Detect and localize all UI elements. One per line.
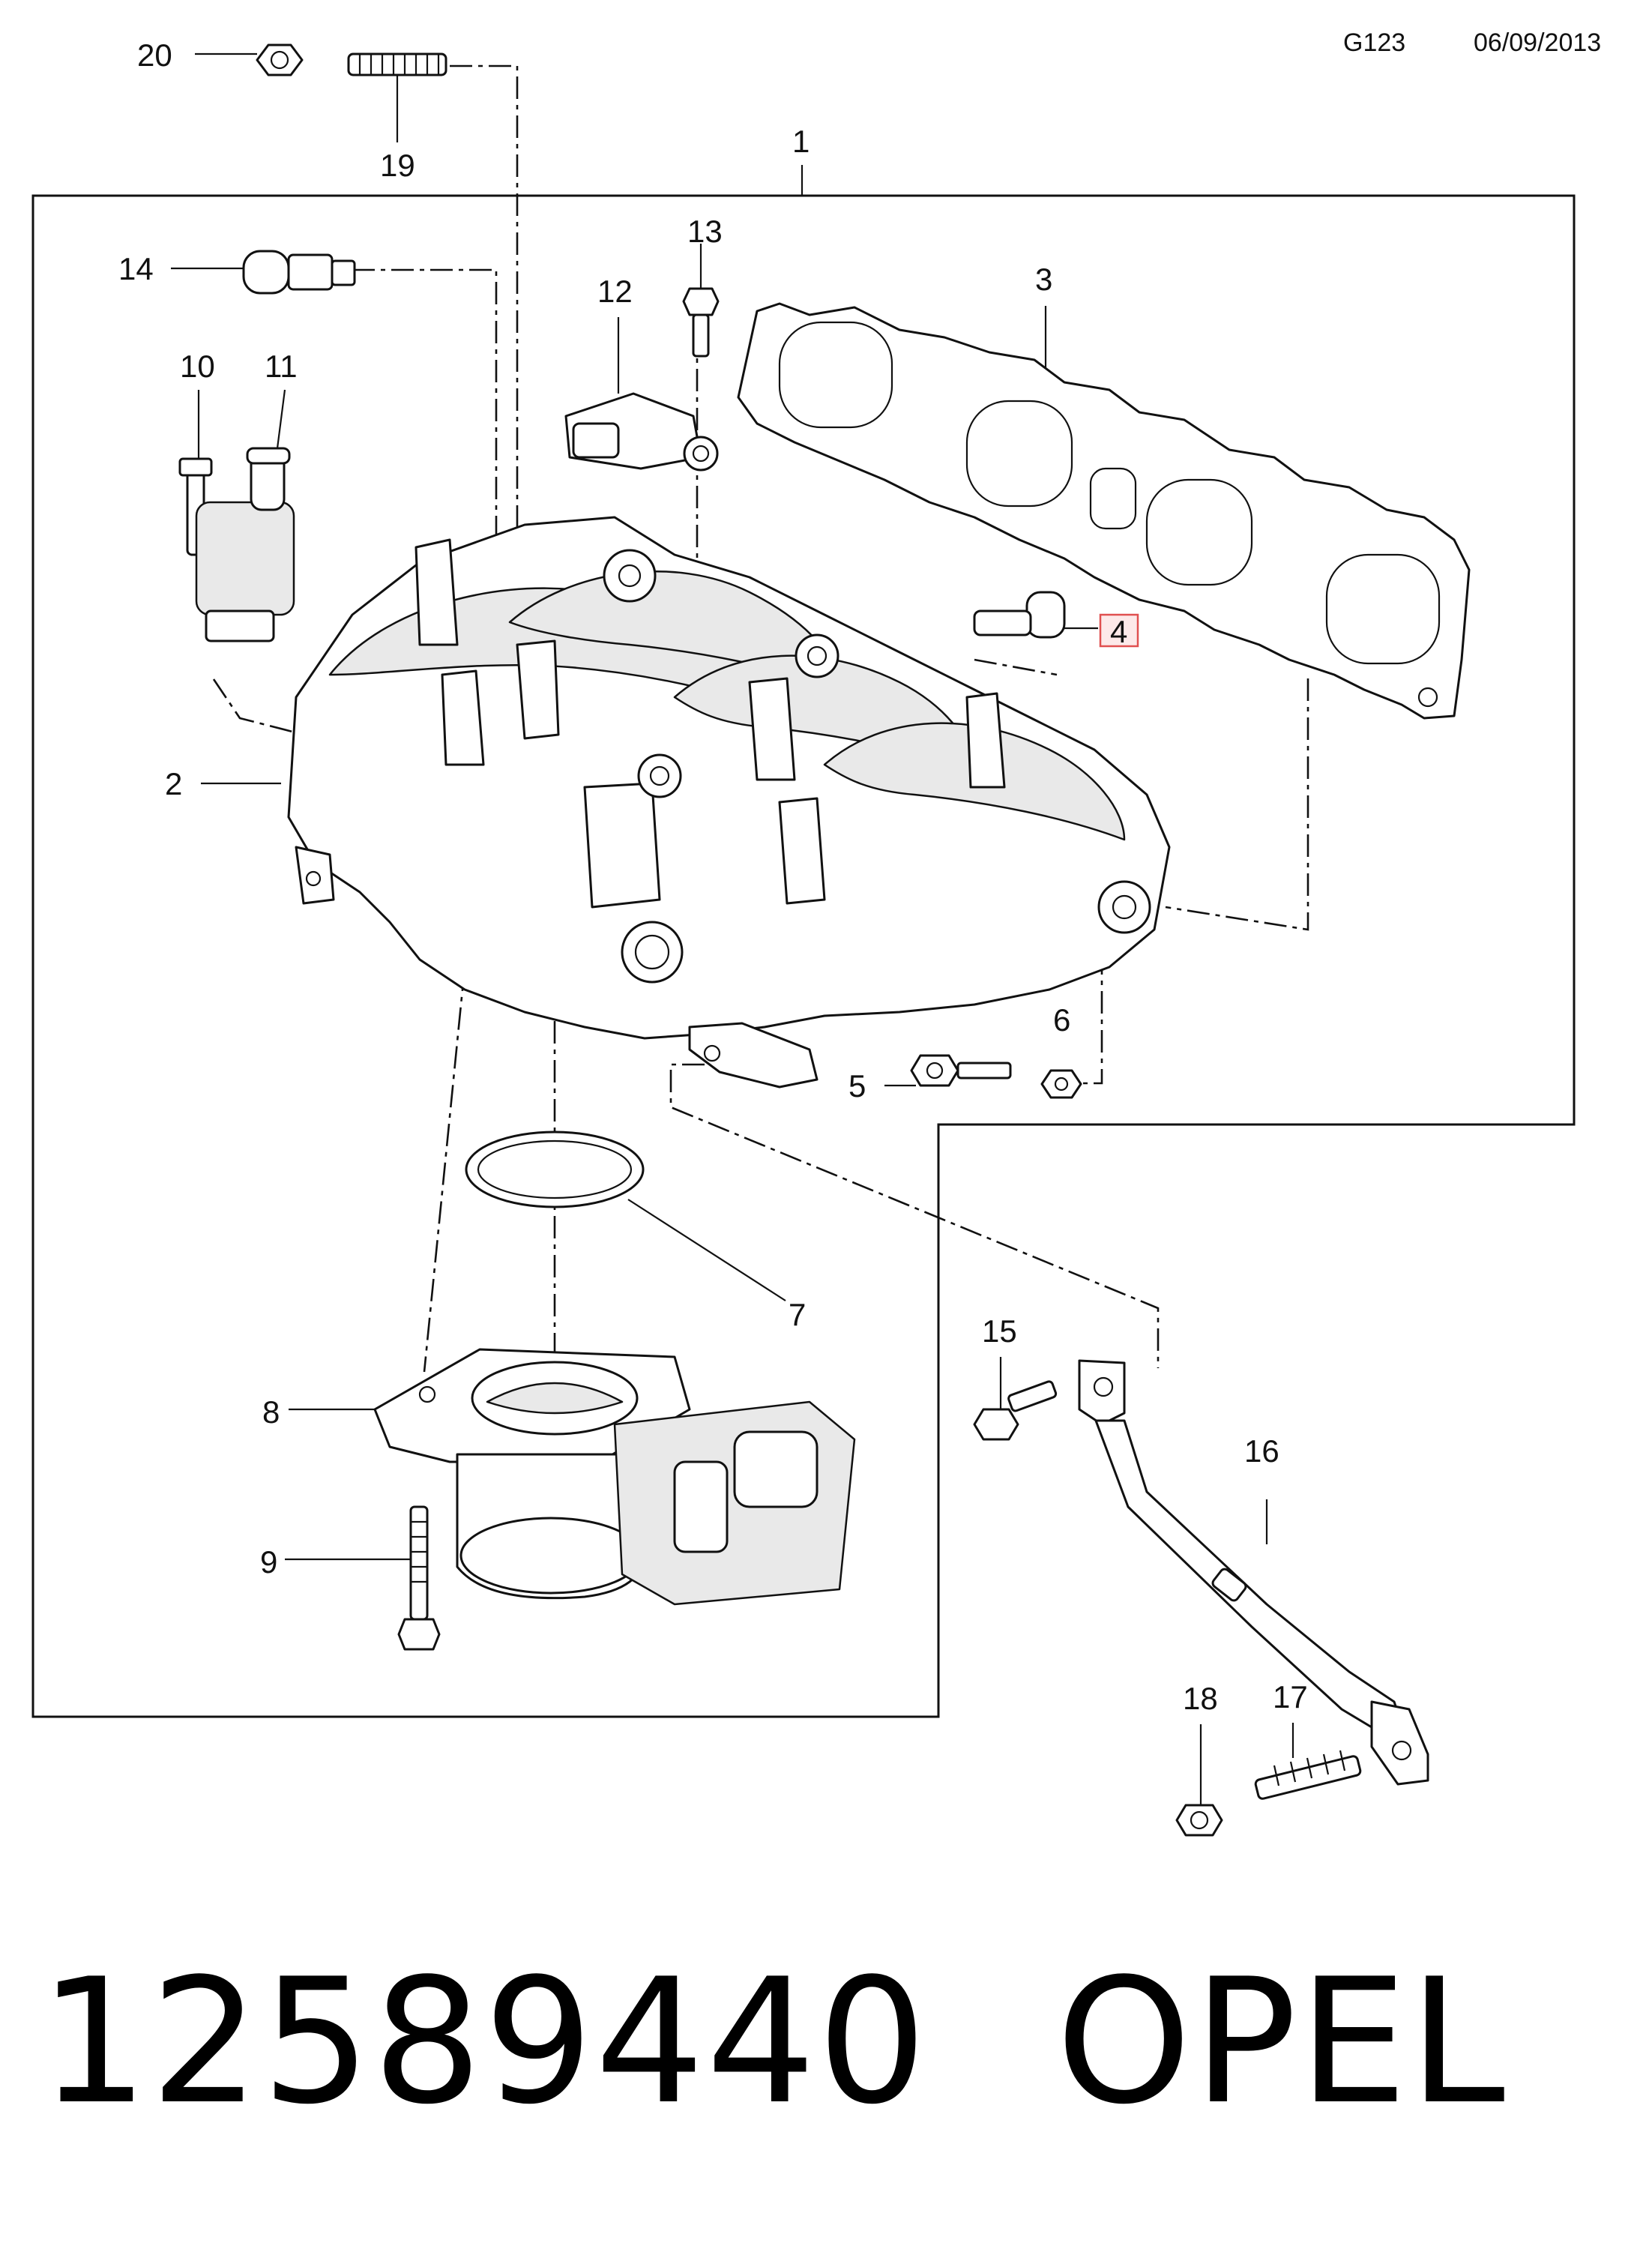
diagram-code: G123	[1343, 28, 1405, 57]
callout-4-highlight	[1099, 613, 1139, 648]
part-8-throttle-body	[289, 1348, 856, 1606]
callout-17: 17	[1273, 1679, 1308, 1714]
callout-1: 1	[792, 124, 810, 159]
part-4-stud	[973, 591, 1098, 639]
callout-19: 19	[380, 148, 415, 183]
part-19-stud	[347, 52, 447, 142]
callout-5: 5	[848, 1068, 866, 1104]
part-17-stud	[1254, 1723, 1362, 1800]
part-20-nut	[195, 43, 304, 76]
part-2-intake-manifold	[201, 516, 1171, 1089]
callout-6: 6	[1053, 1002, 1070, 1038]
part-14-sensor	[171, 250, 356, 295]
callout-labels: 20 19 1 14 13 12 3 10 11 4 2 6 5 7 15 8 …	[118, 37, 1308, 1716]
part-9-bolt	[285, 1505, 441, 1651]
part-12-sensor	[564, 317, 719, 472]
callout-12: 12	[597, 274, 633, 309]
callout-11: 11	[265, 349, 298, 384]
part-3-gasket	[737, 302, 1471, 720]
callout-2: 2	[165, 766, 182, 801]
callout-15: 15	[982, 1313, 1017, 1349]
callout-16: 16	[1244, 1433, 1279, 1469]
callout-14: 14	[118, 251, 154, 286]
part-7-seal	[465, 1130, 786, 1301]
callout-10: 10	[180, 349, 215, 384]
part-15-bolt	[973, 1357, 1058, 1441]
callout-8: 8	[262, 1394, 280, 1430]
callout-3: 3	[1035, 262, 1052, 297]
callout-18: 18	[1183, 1681, 1218, 1716]
part-18-nut	[1175, 1724, 1223, 1837]
part-6-nut	[1040, 1069, 1082, 1099]
part-5-bolt	[884, 1054, 1012, 1087]
callout-9: 9	[260, 1544, 277, 1580]
brand-text: OPEL	[1055, 1942, 1507, 2143]
part-13-bolt	[682, 244, 720, 358]
callout-7: 7	[789, 1297, 806, 1332]
part-16-bracket	[1078, 1359, 1429, 1786]
callout-4: 4	[1110, 614, 1127, 649]
diagram-date: 06/09/2013	[1474, 28, 1601, 57]
callout-20: 20	[137, 37, 172, 73]
part-number-text: 12589440	[39, 1942, 929, 2143]
callout-13: 13	[687, 214, 723, 249]
assembly-outline	[31, 194, 1576, 1718]
part-10-11-valve	[178, 389, 295, 642]
